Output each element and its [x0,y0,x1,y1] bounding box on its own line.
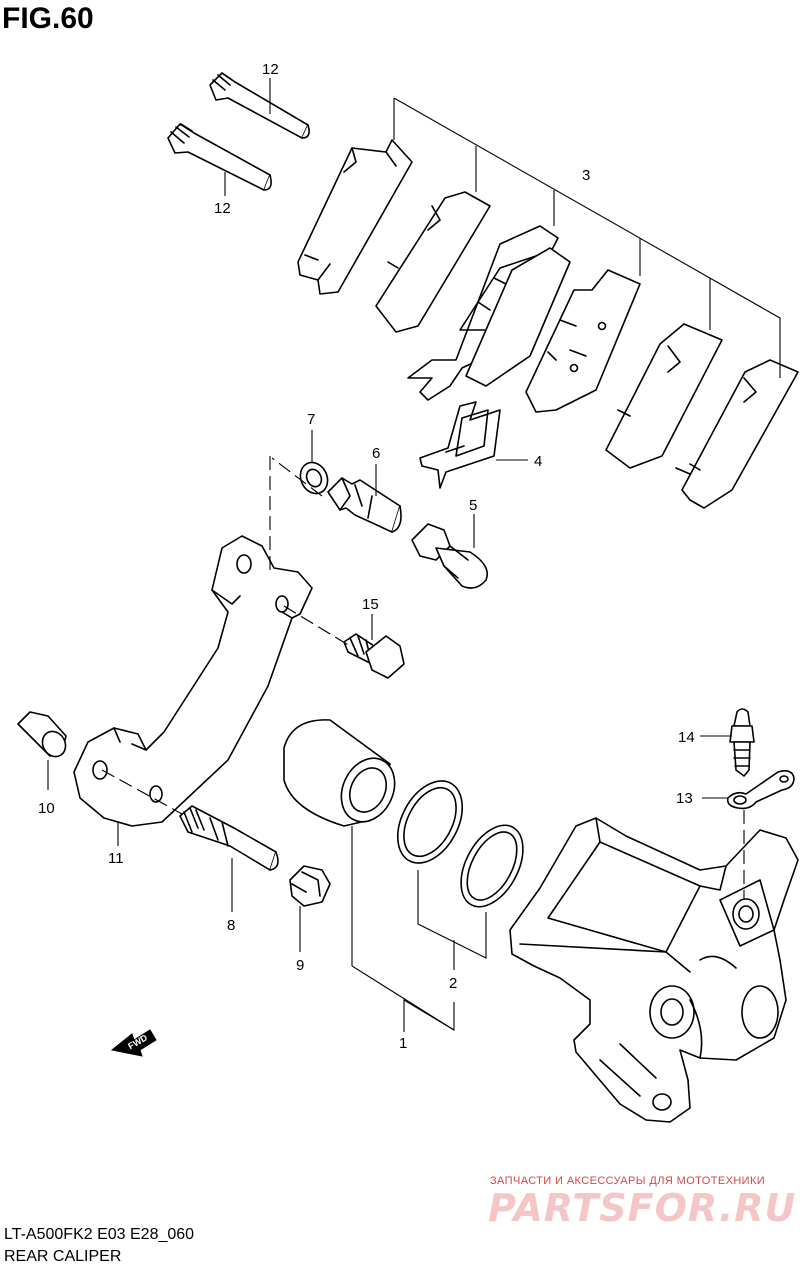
section-name: REAR CALIPER [4,1248,122,1265]
model-code: LT-A500FK2 E03 E28_060 [4,1226,195,1243]
caliper-pin-lower [167,123,272,191]
bleeder-valve [729,708,755,777]
brake-pad-shim-set [297,139,799,509]
callout-2: 2 [449,975,457,992]
callout-12-lower: 12 [214,200,231,217]
callout-1: 1 [399,1035,407,1052]
callout-7: 7 [307,411,315,428]
dust-seal [460,824,524,908]
callout-15: 15 [362,596,379,613]
bracket-bolt [343,633,405,679]
leader-lines [47,78,781,1032]
caliper-pin-upper [209,72,310,139]
callout-6: 6 [372,445,380,462]
callout-10: 10 [38,800,55,817]
callout-labels: 12 12 3 7 6 4 5 15 14 13 10 11 8 9 2 1 [38,61,695,1052]
callout-5: 5 [469,497,477,514]
callout-3: 3 [582,167,590,184]
callout-8: 8 [227,917,235,934]
piston-seal [396,780,464,864]
bracket-pin-boot [289,865,331,907]
pad-spring [419,401,501,489]
sleeve-bolt [411,523,489,589]
callout-11: 11 [108,850,124,867]
callout-12-upper: 12 [262,61,279,78]
washer [299,461,329,495]
forward-direction-arrow: FWD [110,1029,157,1057]
pin-boot [17,711,67,758]
caliper-bracket [73,535,313,827]
callout-9: 9 [296,957,304,974]
figure-title: FIG.60 [2,2,94,35]
slide-pin [327,477,402,533]
watermark-tagline: ЗАПЧАСТИ И АКСЕССУАРЫ ДЛЯ МОТОТЕХНИКИ [490,1175,766,1187]
watermark-brand: PARTSFOR.RU [488,1186,797,1230]
callout-14: 14 [678,729,695,746]
callout-4: 4 [534,453,542,470]
caliper-body [509,817,799,1123]
caliper-piston [283,719,396,827]
bracket-slide-pin [179,805,279,871]
callout-13: 13 [676,790,693,807]
bleeder-cap [726,770,795,810]
